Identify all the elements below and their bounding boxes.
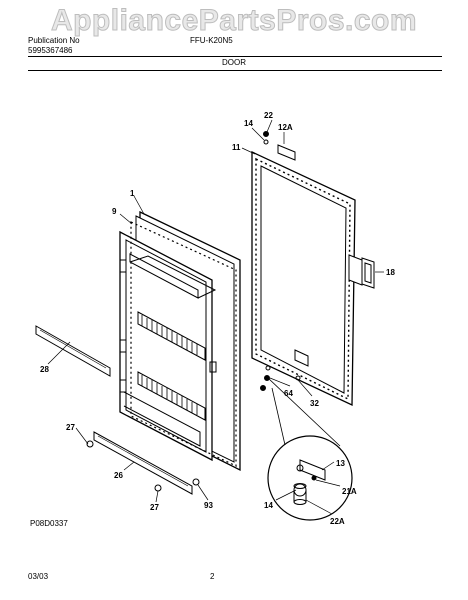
callout-32: 32 [310,399,319,408]
callout-21a: 21A [342,487,357,496]
callout-12a: 12A [278,123,293,132]
callout-13: 13 [336,459,345,468]
footer-date: 03/03 [28,572,49,581]
shelf-bar-28 [35,325,111,377]
callout-26: 26 [114,471,123,480]
callout-11: 11 [232,143,241,152]
callout-64: 64 [284,389,293,398]
publication-number: 5995367486 [28,46,73,55]
model-number: FFU-K20N5 [190,36,233,45]
shelf-bar-26 [93,431,193,495]
diagram-code: P08D0337 [30,519,68,528]
callout-22a: 22A [330,517,345,526]
callout-28: 28 [40,365,49,374]
callout-14-top: 14 [244,119,253,128]
callout-9: 9 [112,207,117,216]
callout-27-upper: 27 [66,423,75,432]
door-liner [119,210,241,472]
leader-lines [47,119,384,515]
header-rule-top [28,56,442,57]
callout-1: 1 [130,189,135,198]
section-title: DOOR [222,58,246,67]
hinge-detail-inset [267,377,353,521]
header-rule-bottom [28,70,442,71]
callout-14-detail: 14 [264,501,273,510]
callout-18: 18 [386,268,395,277]
footer-page-number: 2 [210,572,215,581]
publication-label: Publication No [28,36,80,45]
callout-27-lower: 27 [150,503,159,512]
door-gasket-frame [251,131,375,407]
screws-27-93 [86,440,200,492]
callout-93: 93 [204,501,213,510]
callout-22: 22 [264,111,273,120]
